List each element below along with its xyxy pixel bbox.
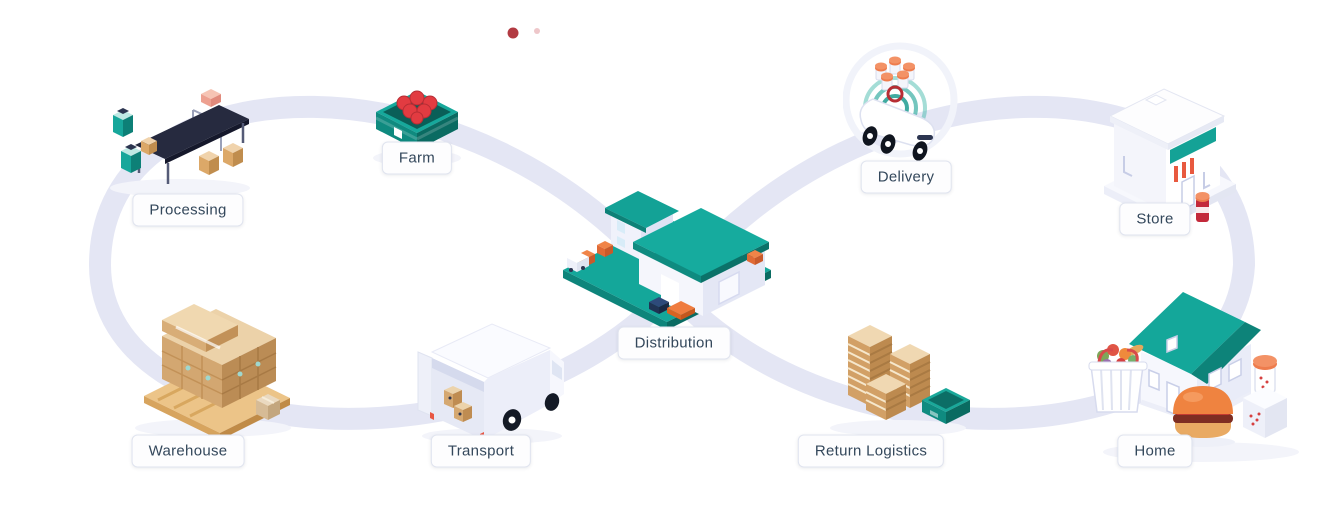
node-label-text: Home — [1134, 442, 1176, 460]
node-label-processing[interactable]: Processing — [132, 193, 244, 227]
jar-stand-icon — [1243, 355, 1287, 438]
delivery-robot-icon — [843, 42, 958, 161]
node-label-text: Store — [1136, 210, 1174, 228]
red-dots-decoration — [507, 27, 540, 39]
node-label-text: Return Logistics — [814, 442, 928, 460]
burger-icon — [1171, 386, 1235, 447]
node-label-text: Farm — [398, 149, 436, 167]
node-label-farm[interactable]: Farm — [381, 141, 453, 175]
node-label-text: Warehouse — [148, 442, 228, 460]
node-label-return-logistics[interactable]: Return Logistics — [797, 434, 945, 468]
node-label-text: Transport — [447, 442, 515, 460]
house-icon — [1088, 292, 1299, 462]
delivery-truck-icon — [417, 323, 564, 444]
node-label-store[interactable]: Store — [1119, 202, 1191, 236]
node-label-text: Delivery — [877, 168, 935, 186]
conveyor-belt-icon — [110, 89, 250, 197]
warehouse-building-icon — [563, 191, 771, 330]
node-label-warehouse[interactable]: Warehouse — [131, 434, 245, 468]
grocery-basket-icon — [1088, 344, 1148, 413]
node-label-distribution[interactable]: Distribution — [617, 326, 731, 360]
stacked-boxes-pallet-icon — [135, 304, 291, 440]
node-label-text: Distribution — [634, 334, 714, 352]
pallet-stacks-crate-icon — [830, 325, 970, 436]
node-label-transport[interactable]: Transport — [430, 434, 532, 468]
node-label-delivery[interactable]: Delivery — [860, 160, 952, 194]
node-label-text: Processing — [149, 201, 227, 219]
node-label-home[interactable]: Home — [1117, 434, 1193, 468]
